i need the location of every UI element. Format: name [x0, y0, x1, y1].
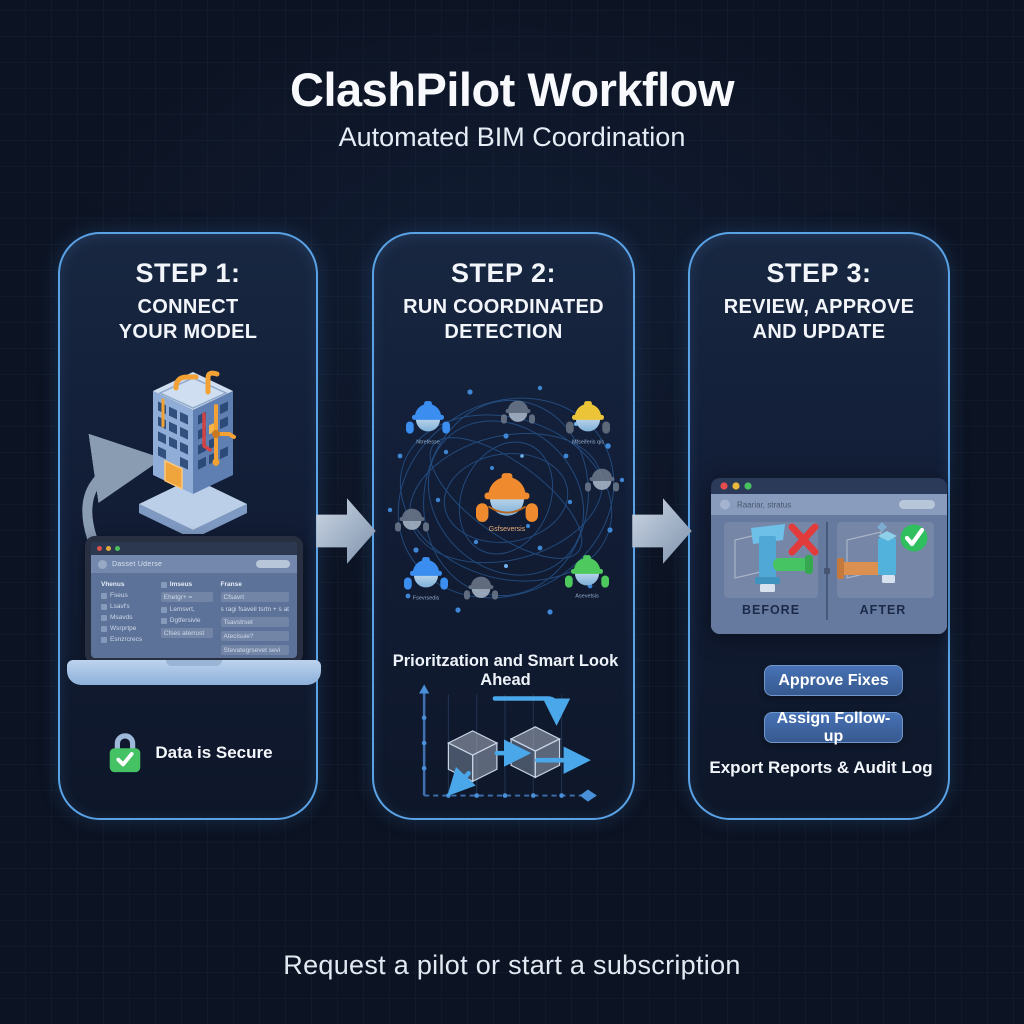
step3-label: STEP 3: [766, 258, 872, 288]
step2-title: RUN COORDINATED DETECTION [403, 296, 604, 343]
flow-arrows [447, 696, 591, 797]
avatar-center: Gsfseversis [476, 473, 538, 533]
laptop-column-1: Vhenus Fseus Lsavl's Msavds Wsrprtpe Esn… [101, 581, 143, 643]
laptop-window-title: Dasset Uderse [112, 560, 163, 568]
laptop-toolbar-button [256, 560, 290, 568]
avatar-top-center [501, 400, 535, 424]
step1-title: CONNECT YOUR MODEL [118, 296, 258, 343]
svg-text:Asevetsis: Asevetsis [575, 594, 599, 600]
footer-cta: Request a pilot or start a subscription [283, 950, 741, 980]
before-after-window: Raariar, stratus [711, 478, 947, 634]
svg-text:Mfseiferis qis: Mfseiferis qis [572, 440, 604, 446]
diamond-decor [877, 522, 887, 532]
window-traffic-yellow-icon [732, 482, 740, 490]
avatar-mid-right [585, 468, 619, 492]
workflow-panel-step3: STEP 3: REVIEW, APPROVE AND UPDATE Raari… [688, 232, 950, 820]
clash-x-icon [788, 523, 819, 556]
building-icon [139, 370, 247, 534]
flow-arrow-1-icon [316, 498, 376, 564]
orange-pipe [839, 562, 883, 575]
app-icon [98, 559, 107, 569]
export-reports-label: Export Reports & Audit Log [709, 758, 933, 777]
building-windows-right [198, 401, 228, 470]
blue-fitting [878, 538, 896, 575]
step3-title: REVIEW, APPROVE AND UPDATE [723, 296, 915, 343]
laptop-notch [166, 660, 222, 666]
after-label: AFTER [860, 603, 907, 617]
before-card [724, 522, 819, 598]
avatar-mid-left [395, 508, 429, 532]
after-card [837, 522, 934, 598]
laptop-table: Vhenus Fseus Lsavl's Msavds Wsrprtpe Esn… [91, 573, 297, 658]
curved-arrow-icon [82, 434, 160, 543]
laptop-window-strip [91, 542, 297, 555]
laptop-toolbar: Dasset Uderse [91, 555, 297, 573]
network-nodes [387, 385, 625, 615]
avatar-bottom-left: Fsevrsedis [404, 557, 448, 602]
workflow-panel-step2: STEP 2: RUN COORDINATED DETECTION [372, 232, 635, 820]
building-door [164, 459, 183, 490]
before-label: BEFORE [742, 603, 800, 617]
svg-text:Gsfseversis: Gsfseversis [489, 526, 526, 533]
window-traffic-red-icon [720, 482, 728, 490]
window-title: Raariar, stratus [737, 501, 791, 510]
laptop-screen: Dasset Uderse Vhenus Fseus Lsavl's Msavd… [85, 536, 303, 664]
traffic-light-yellow-icon [106, 546, 111, 551]
assign-follow-up-button[interactable]: Assign Follow-up [764, 710, 903, 745]
lookahead-cube-chart [419, 684, 597, 802]
page-subtitle: Automated BIM Coordination [338, 122, 686, 152]
lock-check-icon [110, 733, 141, 773]
laptop-column-3: Franse Cfsavrt s ragi fsaveil tsrtn + s … [220, 581, 289, 655]
step2-label: STEP 2: [450, 258, 557, 288]
svg-text:Fsevrsedis: Fsevrsedis [413, 596, 440, 602]
coordination-network: Ntrefesse Mfseiferis qis [387, 385, 625, 615]
traffic-light-red-icon [97, 546, 102, 551]
page-title: ClashPilot Workflow [290, 63, 735, 116]
avatar-bottom-right: Asevetsis [565, 555, 609, 600]
red-pipe-decor [202, 412, 212, 452]
step1-label: STEP 1: [135, 258, 241, 288]
laptop-column-2: Imseus Ehetgr+ = Lemsvrt, Dgtfersivle Cf… [160, 581, 213, 658]
step2-caption: Prioritzation and Smart Look Ahead [392, 652, 619, 689]
avatar-bottom-center [464, 576, 498, 600]
avatar-top-right: Mfseiferis qis [566, 401, 610, 446]
data-secure-row: Data is Secure [60, 732, 320, 774]
approve-fixes-button[interactable]: Approve Fixes [764, 665, 903, 696]
green-pipe [773, 558, 809, 571]
building-windows-left [158, 401, 188, 490]
window-traffic-green-icon [744, 482, 752, 490]
workflow-panel-step1: STEP 1: CONNECT YOUR MODEL [58, 232, 321, 820]
avatar-top-left: Ntrefesse [406, 401, 450, 446]
flow-arrow-2-icon [632, 498, 692, 564]
data-secure-label: Data is Secure [155, 743, 273, 762]
svg-text:Ntrefesse: Ntrefesse [416, 440, 440, 446]
window-pill-button [899, 500, 935, 509]
traffic-light-green-icon [115, 546, 120, 551]
window-app-icon [720, 499, 730, 510]
